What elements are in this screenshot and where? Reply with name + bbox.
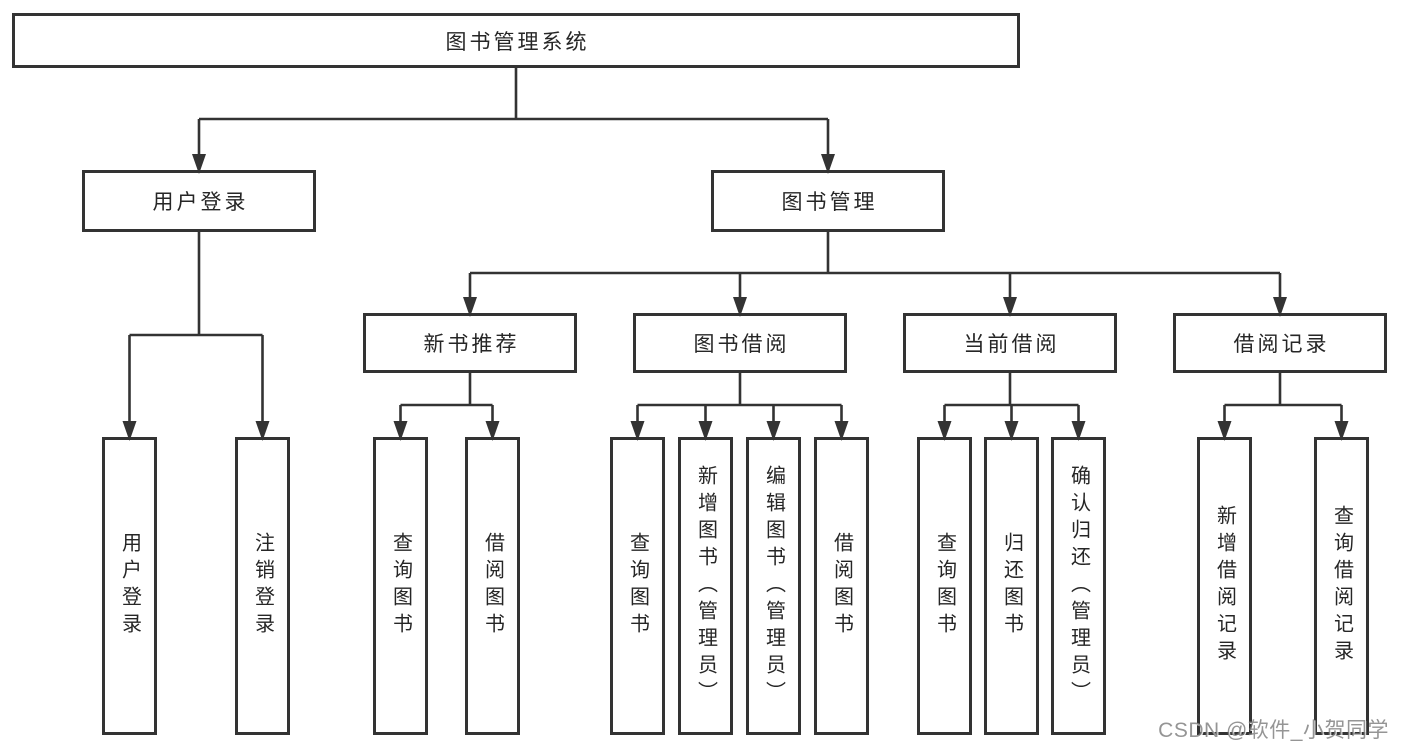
leaf-user-login: 用户登录 xyxy=(102,437,157,735)
node-label: 图书借阅 xyxy=(693,333,790,356)
leaf-return-book: 归还图书 xyxy=(984,437,1039,735)
node-user-login: 用户登录 xyxy=(82,170,316,232)
leaf-logout: 注销登录 xyxy=(235,437,290,735)
node-label: 归还图书 xyxy=(1000,532,1023,640)
node-current-borrow: 当前借阅 xyxy=(903,313,1117,373)
node-book-management: 图书管理 xyxy=(711,170,945,232)
node-new-book-recommend: 新书推荐 xyxy=(363,313,577,373)
leaf-query-borrow-record: 查询借阅记录 xyxy=(1314,437,1369,735)
leaf-confirm-return-admin: 确认归还（管理员） xyxy=(1051,437,1106,735)
node-label: 新增借阅记录 xyxy=(1213,505,1236,667)
node-label: 用户登录 xyxy=(152,191,249,214)
node-root: 图书管理系统 xyxy=(12,13,1020,68)
leaf-add-book-admin: 新增图书（管理员） xyxy=(678,437,733,735)
node-label: 查询借阅记录 xyxy=(1330,505,1353,667)
node-label: 借阅图书 xyxy=(481,532,504,640)
node-label: 新增图书（管理员） xyxy=(694,464,717,708)
leaf-edit-book-admin: 编辑图书（管理员） xyxy=(746,437,801,735)
leaf-add-borrow-record: 新增借阅记录 xyxy=(1197,437,1252,735)
node-label: 查询图书 xyxy=(626,532,649,640)
leaf-borrow-books-recommend: 借阅图书 xyxy=(465,437,520,735)
leaf-query-books-recommend: 查询图书 xyxy=(373,437,428,735)
node-label: 当前借阅 xyxy=(963,333,1060,356)
watermark: CSDN @软件_小贺同学 xyxy=(1158,719,1389,742)
node-label: 查询图书 xyxy=(389,532,412,640)
node-label: 用户登录 xyxy=(118,532,141,640)
node-book-borrow: 图书借阅 xyxy=(633,313,847,373)
node-label: 注销登录 xyxy=(251,532,274,640)
leaf-query-books-current: 查询图书 xyxy=(917,437,972,735)
node-label: 编辑图书（管理员） xyxy=(762,464,785,708)
node-label: 借阅记录 xyxy=(1233,333,1330,356)
node-label: 图书管理系统 xyxy=(445,30,590,54)
node-label: 借阅图书 xyxy=(830,532,853,640)
leaf-query-books-borrow: 查询图书 xyxy=(610,437,665,735)
node-borrow-records: 借阅记录 xyxy=(1173,313,1387,373)
node-label: 查询图书 xyxy=(933,532,956,640)
leaf-borrow-books: 借阅图书 xyxy=(814,437,869,735)
node-label: 图书管理 xyxy=(781,191,878,214)
node-label: 确认归还（管理员） xyxy=(1067,464,1090,708)
node-label: 新书推荐 xyxy=(423,333,520,356)
